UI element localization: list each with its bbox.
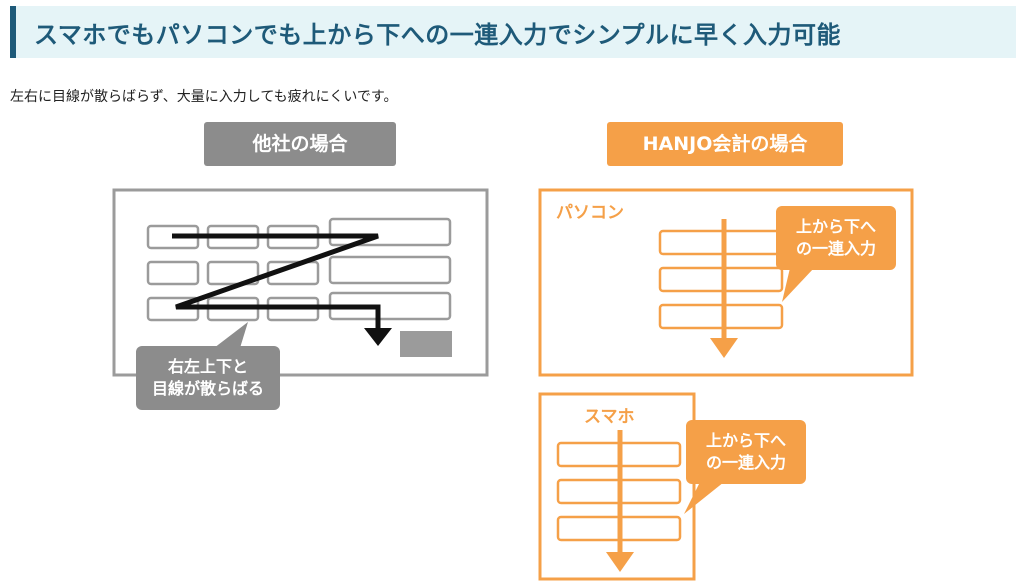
phone-callout-tail [684, 482, 724, 514]
section-heading: スマホでもパソコンでも上から下への一連入力でシンプルに早く入力可能 [10, 6, 1016, 58]
other-callout-line2: 目線が散らばる [151, 379, 264, 398]
zigzag-path [172, 233, 381, 330]
phone-callout-bubble [686, 420, 806, 484]
phone-panel-label: スマホ [584, 407, 635, 427]
phone-down-arrowhead [606, 552, 634, 572]
other-callout-text: 右左上下と 目線が散らばる [136, 356, 280, 400]
phone-callout-line2: の一連入力 [705, 453, 786, 472]
pc-callout-line2: の一連入力 [795, 239, 876, 258]
pc-callout-line1: 上から下へ [795, 217, 876, 236]
pc-callout-text: 上から下へ の一連入力 [776, 216, 896, 260]
other-callout-line1: 右左上下と [167, 357, 248, 376]
hanjo-title-pill: HANJO会計の場合 [607, 122, 843, 166]
zigzag-arrowhead [364, 328, 392, 346]
pc-form-fields [658, 229, 784, 330]
other-callout-bubble [136, 346, 280, 410]
phone-callout-text: 上から下へ の一連入力 [686, 430, 806, 474]
heading-text: スマホでもパソコンでも上から下への一連入力でシンプルに早く入力可能 [34, 21, 842, 49]
other-title-pill: 他社の場合 [204, 122, 396, 166]
other-callout-tail [214, 322, 248, 348]
phone-callout-line1: 上から下へ [705, 431, 786, 450]
pc-panel-label: パソコン [556, 203, 624, 223]
pc-callout-tail [782, 268, 814, 302]
pc-callout-bubble [776, 206, 896, 270]
intro-text: 左右に目線が散らばらず、大量に入力しても疲れにくいです。 [10, 89, 398, 105]
pc-down-arrowhead [710, 338, 738, 358]
other-submit-box [400, 331, 452, 357]
